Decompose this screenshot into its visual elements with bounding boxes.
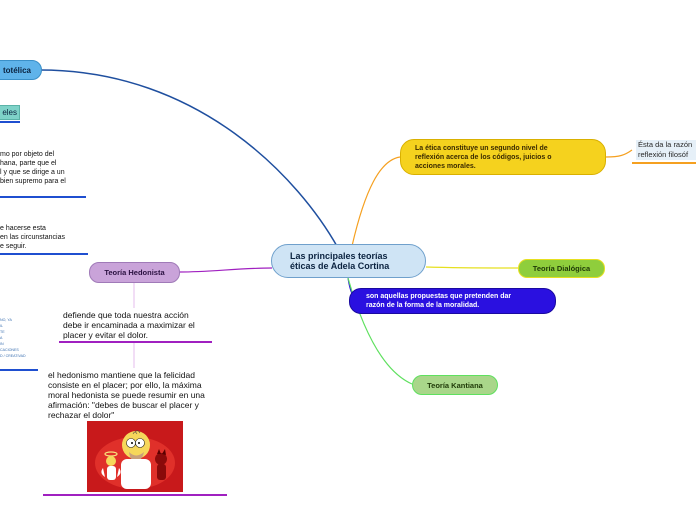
central-node[interactable]: Las principales teorías éticas de Adela …	[271, 244, 426, 278]
eles-underline	[0, 121, 20, 123]
hedonista-text1-underline	[59, 341, 212, 343]
node-teoria-dialogica[interactable]: Teoría Dialógica	[518, 259, 605, 278]
link-central-etica	[352, 157, 400, 246]
node-aristotelica[interactable]: totélica	[0, 60, 42, 80]
central-node-title: Las principales teorías éticas de Adela …	[290, 251, 410, 271]
node-etica[interactable]: La ética constituye un segundo nivel de …	[400, 139, 606, 175]
etica-side-text: Ésta da la razón reflexión filosóf	[636, 140, 696, 160]
tiny-list-underline	[0, 369, 38, 371]
node-aristotelica-label: totélica	[3, 66, 31, 75]
etica-side-underline	[632, 162, 696, 164]
node-teoria-kantiana-label: Teoría Kantiana	[427, 381, 483, 390]
link-central-hedonista	[180, 268, 272, 272]
tiny-list: NO, YA IL TE A IN CACIONES D / CREATIVAD	[0, 317, 40, 359]
link-central-dialogica	[426, 267, 518, 268]
node-teoria-dialogica-label: Teoría Dialógica	[533, 264, 590, 273]
fragment-text-2: e hacerse esta en las circunstancias e s…	[0, 224, 90, 251]
node-teoria-kantiana[interactable]: Teoría Kantiana	[412, 375, 498, 395]
fragment2-underline	[0, 253, 88, 255]
node-teoria-hedonista-label: Teoría Hedonista	[104, 268, 164, 277]
node-etica-text: La ética constituye un segundo nivel de …	[415, 144, 552, 171]
tiny-list-item: D / CREATIVAD	[0, 353, 40, 359]
node-teoria-hedonista[interactable]: Teoría Hedonista	[89, 262, 180, 283]
fragment1-underline	[0, 196, 86, 198]
node-eles-label: eles	[2, 108, 17, 117]
node-eles[interactable]: eles	[0, 105, 20, 120]
hedonista-text-2: el hedonismo mantiene que la felicidad c…	[48, 370, 233, 420]
node-propuestas-text: son aquellas propuestas que pretenden da…	[366, 292, 511, 310]
link-etica-side	[606, 150, 632, 157]
node-propuestas[interactable]: son aquellas propuestas que pretenden da…	[349, 288, 556, 314]
hedonista-text-1: defiende que toda nuestra acción debe ir…	[63, 310, 213, 340]
hedonista-text2-underline	[43, 494, 227, 496]
fragment-text-1: mo por objeto del hana, parte que el l y…	[0, 150, 90, 186]
homer-illustration	[87, 421, 183, 492]
